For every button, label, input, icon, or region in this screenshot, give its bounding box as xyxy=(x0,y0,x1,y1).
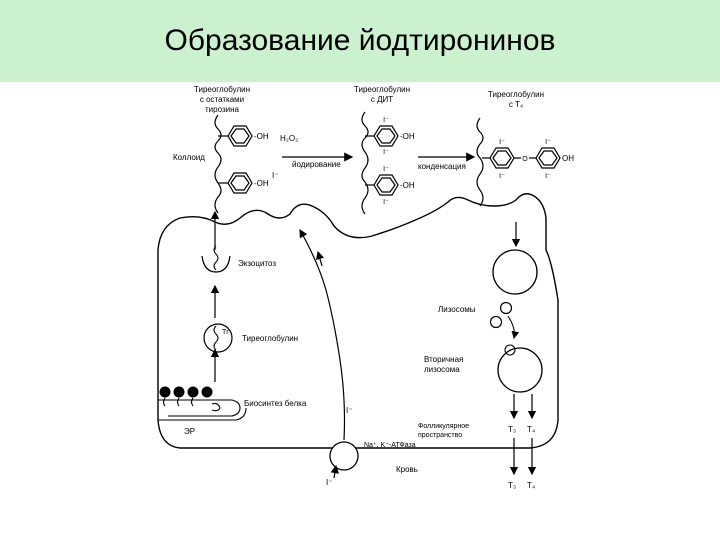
iodide-label-2: I⁻ xyxy=(346,406,352,415)
tg-abbr-label: Тг xyxy=(222,329,229,336)
t3-label-2: Т₃ xyxy=(508,481,516,490)
o-link-label: O xyxy=(522,156,528,163)
page-title: Образование йодтиронинов xyxy=(164,24,556,57)
condensation-label: конденсация xyxy=(418,162,466,171)
oh-label-5: OH xyxy=(562,154,574,163)
secondary-lysosome-label-2: лизосома xyxy=(424,365,460,374)
dit-iodide-4: I⁻ xyxy=(383,199,389,206)
iodide-entry-arrow xyxy=(330,464,339,479)
protein-synthesis-label: Биосинтез белка xyxy=(244,399,307,408)
exocytosis-label: Экзоцитоз xyxy=(238,259,276,268)
iodide-label-3: I⁻ xyxy=(326,478,332,487)
label-tg-residues-2: с остатками xyxy=(200,95,244,104)
oh-label-4: -OH xyxy=(400,181,415,190)
follicular-cell-outline xyxy=(157,193,559,449)
h2o2-label: H₂O₂ xyxy=(280,134,298,143)
iodide-transport-arrow xyxy=(299,228,346,441)
thyroglobulin-label: Тиреоглобулин xyxy=(242,334,298,343)
label-tg-t4-2: с Т₄ xyxy=(509,100,523,109)
er-label: ЭР xyxy=(184,427,195,436)
oh-label-3: -OH xyxy=(400,132,415,141)
na-k-atpase-label: Na⁺, K⁺-АТФаза xyxy=(364,442,416,449)
t3-label-1: Т₃ xyxy=(508,425,516,434)
label-tg-dit-1: Тиреоглобулин xyxy=(354,85,410,94)
t4-residue xyxy=(476,117,561,207)
dit-iodide-1: I⁻ xyxy=(383,117,389,124)
dit-residues xyxy=(361,111,399,215)
t4-iodide-4: I⁻ xyxy=(545,173,551,180)
na-k-pump xyxy=(329,441,359,471)
iodination-label: йодирование xyxy=(292,160,341,169)
label-tg-dit-2: с ДИТ xyxy=(371,95,393,104)
exocytosis-chain xyxy=(213,245,219,271)
blood-label: Кровь xyxy=(396,465,418,474)
colloid-droplet xyxy=(492,249,538,295)
follicular-space-label-2: пространство xyxy=(418,432,462,439)
label-tg-residues-1: Тиреоглобулин xyxy=(194,85,250,94)
secondary-lysosome-label-1: Вторичная xyxy=(424,355,463,364)
label-colloid: Коллоид xyxy=(173,153,205,162)
thyroglobulin-vesicle xyxy=(203,323,233,353)
secondary-lysosome-bud xyxy=(504,344,516,356)
oh-label-1: -OH xyxy=(254,132,269,141)
title-bar xyxy=(0,0,720,82)
t4-iodide-3: I⁻ xyxy=(499,173,505,180)
t4-iodide-2: I⁻ xyxy=(545,139,551,146)
iodide-transport-arrowhead-2 xyxy=(315,250,325,267)
label-tg-t4-1: Тиреоглобулин xyxy=(488,90,544,99)
thyroglobulin-chain xyxy=(213,325,219,351)
dit-iodide-3: I⁻ xyxy=(383,166,389,173)
oh-label-2: -OH xyxy=(254,179,269,188)
lysosome-2 xyxy=(499,301,513,315)
secondary-lysosome xyxy=(497,347,543,393)
er-membrane xyxy=(158,397,247,421)
t4-iodide-1: I⁻ xyxy=(499,139,505,146)
lysosome-fusion-arrow xyxy=(507,315,520,340)
lysosome-1 xyxy=(489,315,503,329)
t4-label-1: Т₄ xyxy=(527,425,535,434)
t4-label-2: Т₄ xyxy=(527,481,535,490)
iodide-label-1: I⁻ xyxy=(272,171,278,180)
follicular-space-label-1: Фолликулярное xyxy=(418,423,469,430)
dit-iodide-2: I⁻ xyxy=(383,149,389,156)
lysosomes-label: Лизосомы xyxy=(438,305,476,314)
label-tg-residues-3: тирозина xyxy=(205,105,239,114)
tyrosine-residues xyxy=(214,114,253,214)
exocytosis-vesicle xyxy=(201,255,231,273)
ribosomes xyxy=(159,386,213,398)
